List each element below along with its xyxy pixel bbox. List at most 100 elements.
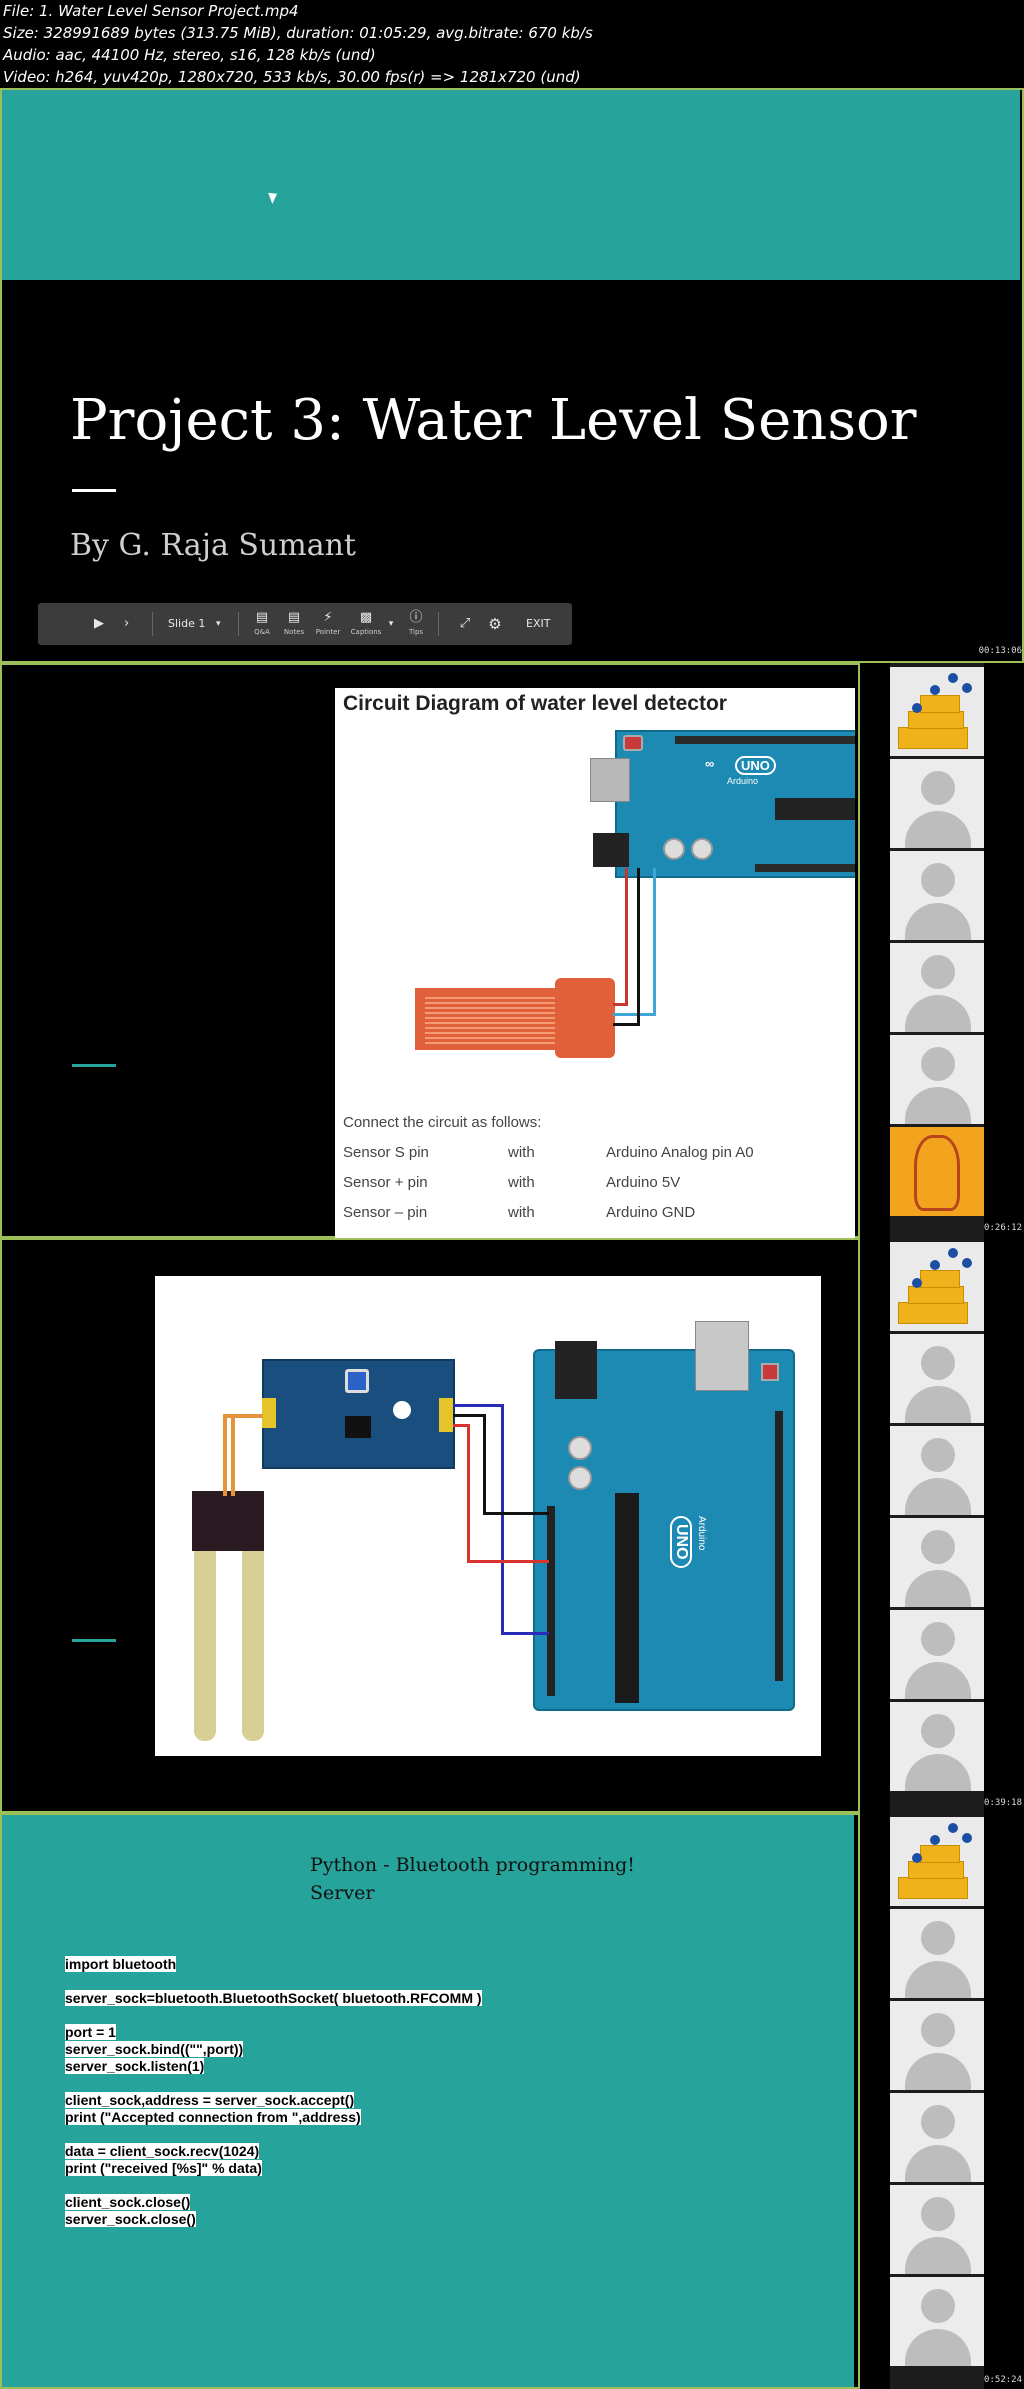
avatar-body-icon (905, 1386, 971, 1423)
frame-border (0, 88, 1024, 663)
slide-header-band (2, 90, 1020, 280)
code-line: data = client_sock.recv(1024) (65, 2143, 260, 2159)
file-info-line: File: 1. Water Level Sensor Project.mp4 (3, 2, 299, 20)
wire-red (467, 1424, 470, 1562)
avatar-body-icon (905, 811, 971, 848)
probe-head (192, 1491, 264, 1551)
analog-header (755, 864, 855, 872)
video-frame-1: Project 3: Water Level Sensor By G. Raja… (0, 88, 1024, 663)
usb-port (695, 1321, 749, 1391)
slide-selector[interactable]: Slide 1 (168, 617, 206, 630)
wire-orange (223, 1416, 227, 1496)
qa-icon: ▤ (255, 610, 269, 625)
next-slide-button[interactable]: › (124, 603, 129, 645)
logo-figure-icon (930, 685, 940, 695)
avatar-icon (921, 1622, 955, 1656)
exit-button[interactable]: EXIT (526, 617, 551, 630)
logo-step-icon (920, 1845, 960, 1863)
avatar-body-icon (905, 1961, 971, 1998)
file-info-line: Video: h264, yuv420p, 1280x720, 533 kb/s… (3, 68, 581, 86)
participant-avatar (890, 1035, 984, 1124)
video-frame-4: Python - Bluetooth programming! Server i… (0, 1813, 1024, 2389)
logo-step-icon (920, 1270, 960, 1288)
logo-step-icon (908, 1286, 964, 1304)
wire-blue (501, 1632, 549, 1635)
avatar-body-icon (905, 2329, 971, 2366)
capacitor (568, 1466, 592, 1490)
arduino-pin: Arduino GND (606, 1204, 696, 1221)
timestamp: 00:52:24 (978, 2375, 1022, 2385)
avatar-body-icon (905, 1478, 971, 1515)
avatar-body-icon (905, 1570, 971, 1607)
timestamp: 00:26:12 (978, 1223, 1022, 1233)
notes-button[interactable]: ▤ Notes (280, 603, 308, 645)
pin-row: Sensor – pin with Arduino GND (343, 1204, 853, 1224)
arduino-brand: Arduino (696, 1516, 707, 1551)
pointer-icon: ⚡ (323, 610, 333, 625)
timestamp: 00:13:06 (978, 646, 1022, 656)
pin-row: Sensor S pin with Arduino Analog pin A0 (343, 1144, 853, 1164)
tips-button[interactable]: ⓘ Tips (402, 603, 430, 645)
sensor-pin: Sensor S pin (343, 1144, 429, 1161)
potentiometer (345, 1369, 369, 1393)
fullscreen-button[interactable]: ⤢ (456, 603, 474, 645)
avatar-body-icon (905, 903, 971, 940)
wire-red (453, 1424, 467, 1427)
participant-avatar (890, 2185, 984, 2274)
diagram-title: Circuit Diagram of water level detector (343, 692, 727, 715)
microcontroller-chip (615, 1493, 639, 1703)
wire-black (483, 1414, 486, 1514)
wire-black (453, 1414, 483, 1417)
avatar-body-icon (905, 2237, 971, 2274)
avatar-icon (921, 2197, 955, 2231)
connect-heading: Connect the circuit as follows: (343, 1114, 542, 1131)
wire-orange (231, 1416, 235, 1496)
slide-title: Project 3: Water Level Sensor (70, 388, 917, 453)
logo-figure-icon (930, 1260, 940, 1270)
microcontroller-chip (775, 798, 855, 820)
settings-button[interactable]: ⚙ (486, 603, 504, 645)
play-button[interactable]: ▶ (94, 603, 104, 645)
participant-avatar (890, 1426, 984, 1515)
logo-figure-icon (930, 1835, 940, 1845)
wire-orange (223, 1414, 263, 1418)
code-line: client_sock,address = server_sock.accept… (65, 2092, 355, 2108)
avatar-icon (921, 1530, 955, 1564)
participant-strip (890, 1238, 984, 1813)
captions-dropdown[interactable]: ▾ (386, 603, 396, 645)
water-sensor-head (555, 978, 615, 1058)
logo-figure-icon (948, 673, 958, 683)
participant-strip (890, 663, 984, 1238)
capacitor (568, 1436, 592, 1460)
chevron-down-icon[interactable]: ▾ (216, 619, 221, 629)
avatar-icon (921, 1714, 955, 1748)
avatar-icon (921, 2105, 955, 2139)
logo-figure-icon (948, 1248, 958, 1258)
arduino-board (533, 1349, 795, 1711)
wire-red (625, 868, 628, 1006)
arduino-pin: Arduino Analog pin A0 (606, 1144, 754, 1161)
digital-header (775, 1411, 783, 1681)
with-label: with (508, 1174, 535, 1191)
code-line: server_sock.bind(("",port)) (65, 2041, 244, 2057)
participant-avatar (890, 2001, 984, 2090)
pointer-button[interactable]: ⚡ Pointer (312, 603, 344, 645)
qa-button[interactable]: ▤ Q&A (248, 603, 276, 645)
participant-logo (890, 1242, 984, 1331)
avatar-body-icon (905, 1662, 971, 1699)
logo-figure-icon (912, 1278, 922, 1288)
participant-avatar (890, 943, 984, 1032)
led (393, 1401, 411, 1419)
avatar-icon (921, 1047, 955, 1081)
captions-button[interactable]: ▩ Captions (348, 603, 384, 645)
pointer-label: Pointer (315, 628, 341, 636)
sensor-pin: Sensor + pin (343, 1174, 428, 1191)
reset-button (761, 1363, 779, 1381)
file-info-header: File: 1. Water Level Sensor Project.mp4 … (3, 0, 1021, 88)
toolbar-divider (152, 612, 153, 636)
logo-figure-icon (962, 683, 972, 693)
wire-blue (501, 1404, 504, 1634)
file-info-line: Audio: aac, 44100 Hz, stereo, s16, 128 k… (3, 46, 376, 64)
logo-figure-icon (962, 1258, 972, 1268)
arduino-logo-icon: ∞ (705, 756, 715, 771)
